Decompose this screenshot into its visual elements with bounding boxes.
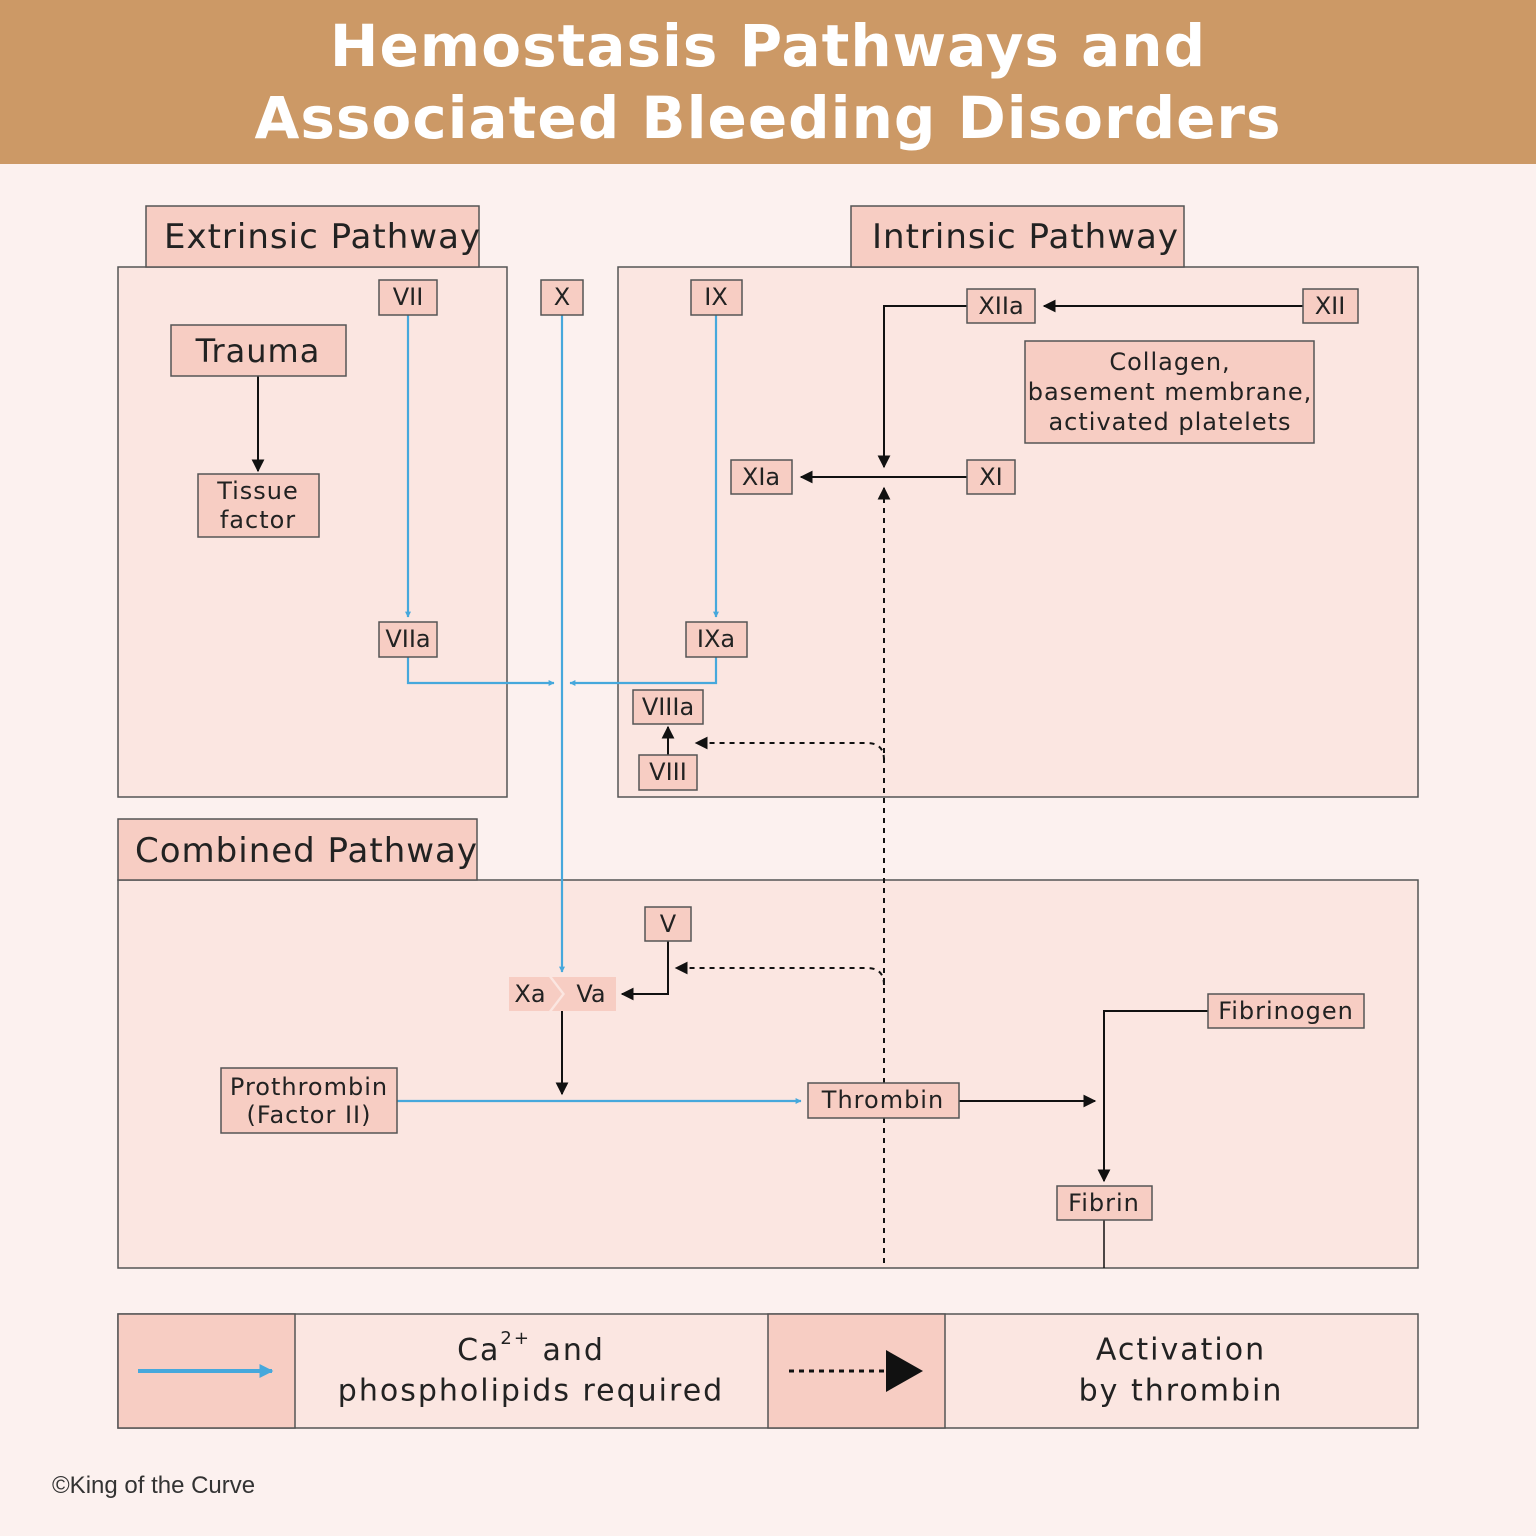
node-thrombin: Thrombin: [807, 1082, 960, 1119]
node-xiia: XIIa: [966, 288, 1036, 324]
node-collagen: Collagen, basement membrane, activated p…: [1024, 340, 1315, 444]
extrinsic-title: Extrinsic Pathway: [164, 217, 481, 257]
legend-blue-text-1: Ca2+ and: [457, 1328, 605, 1368]
extrinsic-tab: [145, 205, 480, 268]
node-xii: XII: [1302, 288, 1359, 324]
svg-text:Fibrin: Fibrin: [1068, 1189, 1140, 1217]
arrow-ixa-to-x: [569, 657, 718, 686]
node-prothrombin: Prothrombin (Factor II): [220, 1067, 398, 1134]
title-banner: Hemostasis Pathways and Associated Bleed…: [0, 0, 1536, 164]
node-fibrinogen: Fibrinogen: [1207, 993, 1365, 1029]
legend: Ca2+ and phospholipids required Activati…: [117, 1313, 1419, 1429]
svg-text:VIIIa: VIIIa: [642, 693, 694, 721]
arrow-fibrinogen-fibrin: [1097, 1010, 1208, 1183]
node-trauma: Trauma: [170, 324, 347, 377]
arrow-viia-to-x: [406, 657, 555, 686]
va-label: Va: [576, 980, 605, 1008]
legend-blue-text-2: phospholipids required: [338, 1374, 724, 1409]
node-xi: XI: [966, 459, 1016, 495]
page-title: Hemostasis Pathways and Associated Bleed…: [254, 10, 1281, 154]
dashed-to-viii: [694, 736, 885, 761]
node-vii: VII: [378, 279, 438, 316]
xa-shape: [509, 977, 562, 1011]
title-line-1: Hemostasis Pathways and: [329, 12, 1207, 80]
copyright: ©King of the Curve: [52, 1472, 256, 1499]
legend-dashed-arrowhead: [886, 1350, 923, 1392]
svg-text:Fibrinogen: Fibrinogen: [1218, 997, 1354, 1025]
title-line-2: Associated Bleeding Disorders: [254, 84, 1282, 152]
node-viii: VIII: [638, 754, 698, 791]
svg-text:VII: VII: [393, 283, 424, 311]
dashed-to-v: [674, 961, 885, 986]
arrow-xiia-to-xi: [877, 305, 967, 469]
legend-blue-ca: Ca: [457, 1333, 500, 1368]
svg-text:XIa: XIa: [742, 463, 780, 491]
svg-text:Collagen,: Collagen,: [1109, 348, 1230, 376]
combined-tab: [117, 818, 478, 881]
svg-text:X: X: [554, 283, 570, 311]
arrow-v-va: [620, 941, 669, 1001]
node-xia: XIa: [730, 459, 793, 495]
xa-label: Xa: [514, 980, 545, 1008]
svg-text:V: V: [660, 910, 677, 938]
node-fibrin: Fibrin: [1056, 1185, 1153, 1221]
intrinsic-tab: [850, 205, 1185, 268]
svg-text:(Factor II): (Factor II): [247, 1101, 372, 1129]
va-shape: [552, 977, 616, 1011]
svg-text:Prothrombin: Prothrombin: [230, 1073, 388, 1101]
node-ixa: IXa: [685, 621, 748, 658]
legend-dashed-text-1: Activation: [1096, 1333, 1266, 1368]
svg-text:basement membrane,: basement membrane,: [1028, 378, 1313, 406]
node-tissue-factor: Tissue factor: [197, 473, 320, 538]
svg-text:IXa: IXa: [697, 625, 735, 653]
node-x: X: [540, 279, 584, 316]
legend-dashed-text-2: by thrombin: [1079, 1374, 1284, 1409]
node-v: V: [644, 906, 692, 942]
node-viiia: VIIIa: [632, 689, 704, 725]
svg-text:XI: XI: [979, 463, 1003, 491]
svg-text:VIII: VIII: [649, 758, 687, 786]
node-xa-va: Xa Va: [509, 977, 616, 1011]
intrinsic-title: Intrinsic Pathway: [872, 217, 1179, 257]
combined-title: Combined Pathway: [135, 831, 478, 871]
svg-text:XIIa: XIIa: [978, 292, 1023, 320]
node-viia: VIIa: [378, 621, 438, 658]
svg-text:XII: XII: [1315, 292, 1346, 320]
svg-text:activated platelets: activated platelets: [1048, 408, 1291, 436]
svg-text:Thrombin: Thrombin: [821, 1086, 944, 1114]
svg-text:Tissue: Tissue: [216, 477, 299, 505]
svg-text:IX: IX: [704, 283, 728, 311]
node-ix: IX: [690, 279, 743, 316]
legend-blue-sup: 2+: [500, 1328, 531, 1349]
svg-text:Trauma: Trauma: [195, 332, 321, 370]
legend-blue-and: and: [531, 1333, 605, 1368]
svg-text:factor: factor: [220, 506, 296, 534]
svg-text:VIIa: VIIa: [385, 625, 430, 653]
